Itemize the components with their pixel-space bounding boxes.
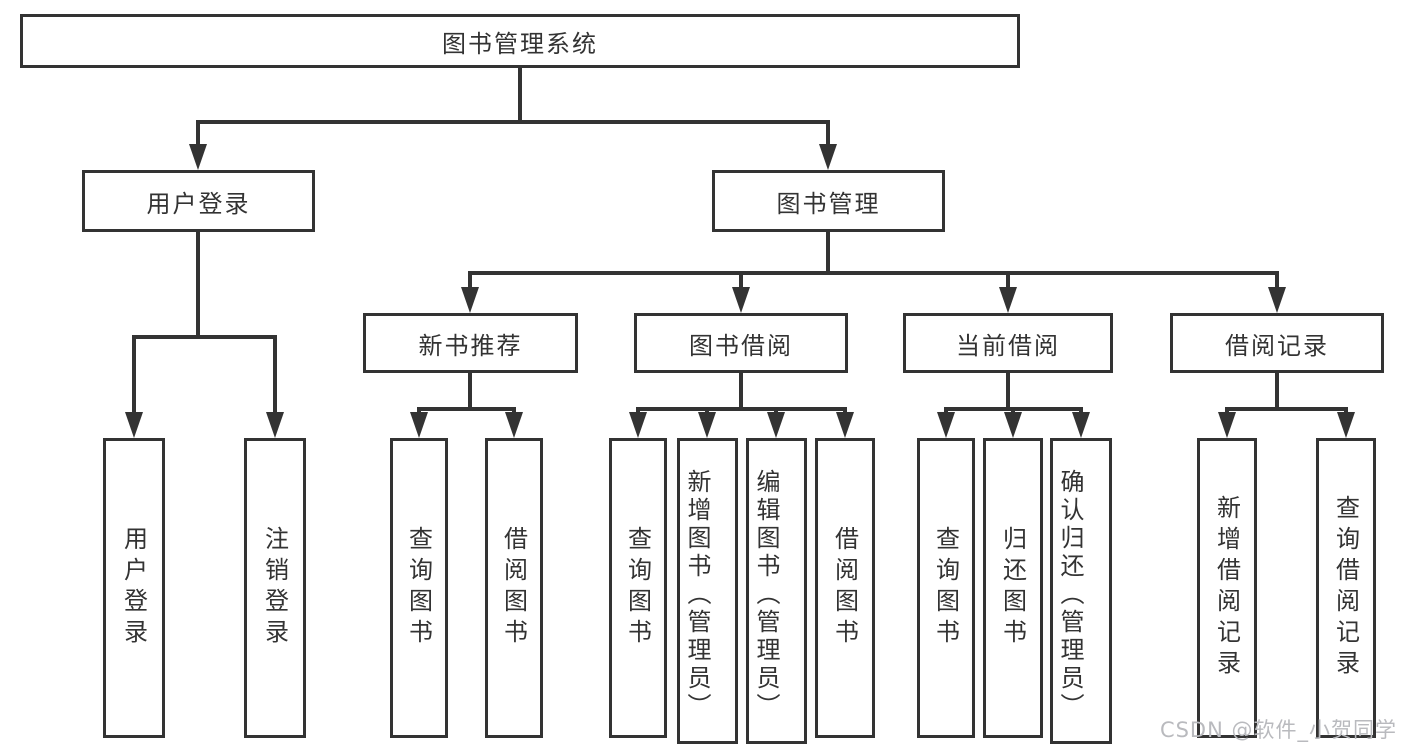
node-label: 编辑图书（管理员） [752,468,780,721]
node-current-borrowing: 当前借阅 [903,313,1113,373]
node-label: 新书推荐 [418,331,523,360]
leaf-logout: 注销登录 [244,438,306,738]
node-book-management: 图书管理 [712,170,945,232]
arrowheads [125,144,1355,438]
leaf-borrow-books: 借阅图书 [815,438,875,738]
leaf-user-login: 用户登录 [103,438,165,738]
node-label: 用户登录 [146,189,251,218]
node-label: 确认归还（管理员） [1056,468,1084,721]
node-label: 图书管理 [776,189,881,218]
leaf-query-books-borrow: 查询图书 [609,438,667,738]
leaf-add-books-admin: 新增图书（管理员） [677,438,738,744]
node-label: 新增借阅记录 [1212,495,1241,681]
leaf-query-borrow-record: 查询借阅记录 [1316,438,1376,738]
node-label: 图书管理系统 [442,29,598,58]
leaf-edit-books-admin: 编辑图书（管理员） [746,438,807,744]
leaf-confirm-return-admin: 确认归还（管理员） [1050,438,1112,744]
node-label: 注销登录 [260,526,289,650]
node-book-borrowing: 图书借阅 [634,313,848,373]
node-user-login: 用户登录 [82,170,315,232]
node-label: 查询图书 [623,526,652,650]
node-label: 查询图书 [404,526,433,650]
node-label: 借阅记录 [1225,331,1329,360]
leaf-return-books: 归还图书 [983,438,1043,738]
node-label: 用户登录 [119,526,148,650]
node-label: 当前借阅 [956,331,1060,360]
csdn-watermark: CSDN @软件_小贺同学 [1159,718,1397,742]
node-label: 图书借阅 [689,331,793,360]
node-label: 借阅图书 [499,526,528,650]
node-new-book-recommendation: 新书推荐 [363,313,578,373]
node-borrowing-records: 借阅记录 [1170,313,1384,373]
leaf-add-borrow-record: 新增借阅记录 [1197,438,1257,738]
node-label: 查询借阅记录 [1331,495,1360,681]
node-label: 查询图书 [931,526,960,650]
leaf-query-books-current: 查询图书 [917,438,975,738]
node-label: 新增图书（管理员） [683,468,711,721]
leaf-borrow-books-recommend: 借阅图书 [485,438,543,738]
node-label: 借阅图书 [830,526,859,650]
connector-paths [132,66,1348,420]
node-label: 归还图书 [998,526,1027,650]
node-root-library-system: 图书管理系统 [20,14,1020,68]
leaf-query-books-recommend: 查询图书 [390,438,448,738]
